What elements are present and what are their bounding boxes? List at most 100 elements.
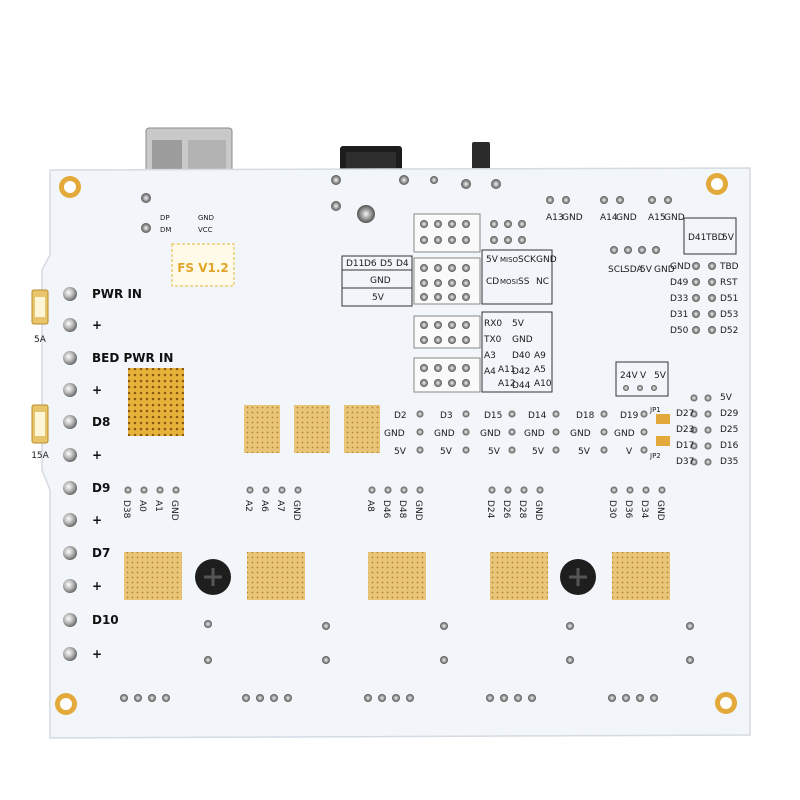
pwr-in-label: PWR IN <box>92 287 142 301</box>
jumpers: JP1 JP2 <box>649 406 670 460</box>
driver-pads <box>124 552 670 600</box>
svg-text:+: + <box>92 647 102 661</box>
reset-button <box>472 142 490 172</box>
svg-text:GND: GND <box>536 255 557 265</box>
svg-text:D4: D4 <box>396 259 409 269</box>
svg-text:D53: D53 <box>720 310 738 320</box>
endstop-pins: D2 GND 5V D3 GND 5V D15 GND 5V D14 GND 5… <box>384 410 648 457</box>
svg-text:D49: D49 <box>670 278 689 288</box>
svg-text:GND: GND <box>570 429 591 439</box>
svg-text:RST: RST <box>720 278 738 288</box>
svg-text:GND: GND <box>291 500 301 521</box>
svg-text:A5: A5 <box>534 365 546 375</box>
svg-text:GND: GND <box>512 335 533 345</box>
svg-text:D17: D17 <box>676 441 694 451</box>
svg-text:D8: D8 <box>92 415 110 429</box>
svg-text:GND: GND <box>616 213 637 223</box>
screws <box>195 559 596 595</box>
svg-text:D26: D26 <box>501 500 511 519</box>
svg-text:A6: A6 <box>259 500 269 512</box>
svg-text:DP: DP <box>160 214 170 222</box>
svg-text:A1: A1 <box>153 500 163 512</box>
svg-text:D41: D41 <box>688 233 706 243</box>
svg-text:A8: A8 <box>365 500 375 512</box>
svg-text:D38: D38 <box>121 500 131 519</box>
svg-text:GND: GND <box>524 429 545 439</box>
svg-text:5V: 5V <box>640 265 653 275</box>
svg-text:D28: D28 <box>517 500 527 519</box>
i2c-header: SCL SDA 5V GND <box>608 246 675 275</box>
svg-text:D29: D29 <box>720 409 739 419</box>
svg-text:A7: A7 <box>275 500 285 512</box>
top-misc-pins <box>141 175 501 233</box>
svg-text:TX0: TX0 <box>483 335 502 345</box>
svg-text:D48: D48 <box>397 500 407 519</box>
svg-text:D18: D18 <box>576 411 595 421</box>
svg-text:5V: 5V <box>372 293 385 303</box>
fuses: 5A 15A <box>31 289 50 461</box>
driver-header-2: A2 A6 A7 GND <box>243 486 302 521</box>
svg-text:DM: DM <box>160 226 171 234</box>
svg-text:V: V <box>626 447 633 457</box>
svg-text:5V: 5V <box>722 233 735 243</box>
svg-text:D2: D2 <box>394 411 407 421</box>
svg-text:GND: GND <box>670 262 691 272</box>
svg-text:GND: GND <box>198 214 214 222</box>
left-terminals: PWR IN + BED PWR IN + D8 + D9 + D7 + D10… <box>63 287 173 661</box>
mount-holes <box>55 173 737 715</box>
svg-text:A13: A13 <box>546 213 564 223</box>
svg-text:+: + <box>92 383 102 397</box>
svg-text:GND: GND <box>480 429 501 439</box>
svg-text:D10: D10 <box>92 613 119 627</box>
svg-text:GND: GND <box>562 213 583 223</box>
svg-text:A0: A0 <box>137 500 147 512</box>
svg-text:VCC: VCC <box>198 226 213 234</box>
svg-text:GND: GND <box>434 429 455 439</box>
svg-text:JP1: JP1 <box>649 406 661 414</box>
svg-text:D27: D27 <box>676 409 694 419</box>
svg-text:SCL: SCL <box>608 265 625 275</box>
svg-text:A14: A14 <box>600 213 618 223</box>
svg-text:CD: CD <box>486 277 499 287</box>
analog-header-top: A13 GND A14 GND A15 GND <box>546 196 685 223</box>
svg-text:GND: GND <box>384 429 405 439</box>
svg-text:GND: GND <box>370 276 391 286</box>
svg-text:RX0: RX0 <box>484 319 502 329</box>
svg-text:+: + <box>92 579 102 593</box>
svg-text:D44: D44 <box>512 381 531 391</box>
svg-text:D7: D7 <box>92 546 110 560</box>
svg-text:5A: 5A <box>34 335 47 345</box>
svg-text:D50: D50 <box>670 326 689 336</box>
svg-text:A10: A10 <box>534 379 552 389</box>
svg-text:D11: D11 <box>346 259 364 269</box>
svg-text:5V: 5V <box>394 447 407 457</box>
svg-text:D40: D40 <box>512 351 531 361</box>
svg-text:GND: GND <box>664 213 685 223</box>
svg-text:D16: D16 <box>720 441 739 451</box>
right-lower-pins: 5V D29 D27 D25 D23 D16 D17 D35 D37 <box>676 393 739 467</box>
svg-text:D6: D6 <box>364 259 377 269</box>
svg-text:A2: A2 <box>243 500 253 512</box>
svg-text:D5: D5 <box>380 259 393 269</box>
svg-text:D9: D9 <box>92 481 110 495</box>
svg-text:D23: D23 <box>676 425 694 435</box>
voltage-select: 24V V 5V <box>615 361 669 397</box>
bed-pwr-in-label: BED PWR IN <box>92 351 173 365</box>
svg-text:SCK: SCK <box>518 255 537 265</box>
svg-text:D35: D35 <box>720 457 738 467</box>
svg-text:NC: NC <box>536 277 549 287</box>
svg-text:D30: D30 <box>607 500 617 519</box>
endstop-3: D15 GND 5V <box>480 410 516 457</box>
svg-text:SS: SS <box>518 277 530 287</box>
svg-text:D36: D36 <box>623 500 633 519</box>
svg-text:GND: GND <box>655 500 665 521</box>
right-column-pins: GND TBD D49 RST D33 D51 D31 D53 D50 D52 <box>670 262 739 336</box>
endstop-5: D18 GND 5V <box>570 410 608 457</box>
center-header-block <box>413 213 526 393</box>
usb-labels: DP DM GND VCC <box>160 214 214 234</box>
svg-text:SDA: SDA <box>624 265 643 275</box>
d-pin-table: D11 D6 D5 D4 GND 5V <box>341 255 413 307</box>
svg-text:+: + <box>92 513 102 527</box>
endstop-2: D3 GND 5V <box>434 410 470 457</box>
